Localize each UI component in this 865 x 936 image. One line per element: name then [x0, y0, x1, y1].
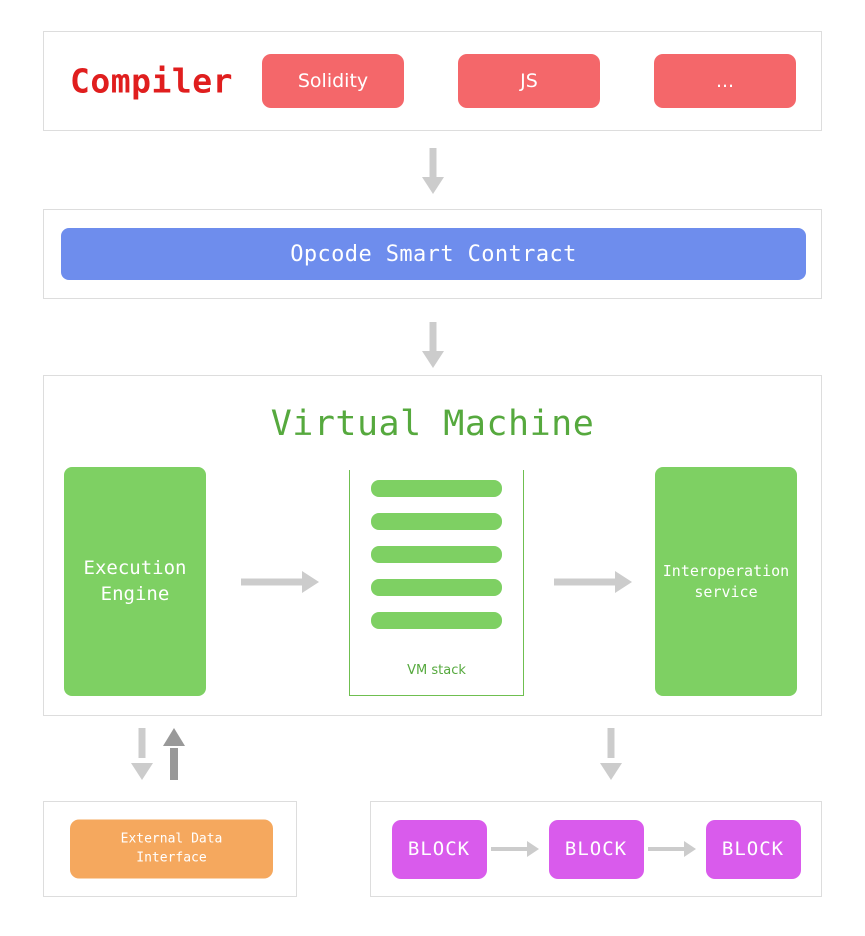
- arrow-shaft: [647, 847, 684, 851]
- execution-engine-label-line2: Engine: [100, 582, 170, 605]
- arrow-head: [163, 728, 185, 746]
- arrow-block-2-to-block-3-icon: [644, 839, 706, 859]
- vm-stack-bar: [371, 513, 502, 530]
- vm-stack-bar: [371, 480, 502, 497]
- vm-stack-bar: [371, 612, 502, 629]
- execution-engine-label: Execution Engine: [84, 556, 187, 607]
- compiler-language-js[interactable]: JS: [458, 54, 600, 108]
- virtual-machine-panel: Virtual Machine Execution Engine VM stac…: [43, 375, 822, 716]
- virtual-machine-title: Virtual Machine: [270, 404, 595, 444]
- vm-stack-container: VM stack: [349, 470, 524, 696]
- external-data-interface-label: External Data Interface: [121, 830, 223, 868]
- arrow-head: [422, 177, 444, 194]
- arrow-head: [302, 571, 319, 593]
- arrow-shaft: [170, 748, 178, 780]
- arrow-head: [600, 763, 622, 780]
- block-box-3[interactable]: BLOCK: [705, 819, 801, 879]
- compiler-row: Compiler Solidity JS ...: [44, 32, 821, 130]
- blockchain-panel: BLOCK BLOCK BLOCK: [370, 801, 822, 897]
- compiler-title: Compiler: [70, 61, 233, 101]
- block-box-1[interactable]: BLOCK: [391, 819, 487, 879]
- arrow-shaft: [554, 578, 615, 586]
- arrow-vm-to-external-data-icon: [131, 728, 153, 780]
- compiler-language-solidity[interactable]: Solidity: [262, 54, 404, 108]
- external-data-label-line1: External Data: [120, 831, 223, 847]
- arrow-execution-engine-to-vm-stack-icon: [241, 571, 319, 593]
- arrow-head: [615, 571, 632, 593]
- opcode-panel: Opcode Smart Contract: [43, 209, 822, 299]
- compiler-language-more[interactable]: ...: [654, 54, 796, 108]
- interoperation-service-box[interactable]: Interoperation service: [655, 467, 797, 696]
- arrow-shaft: [429, 148, 437, 178]
- arrow-opcode-to-vm-icon: [422, 322, 444, 368]
- vm-stack-bars: [350, 480, 523, 645]
- external-data-panel: External Data Interface: [43, 801, 297, 897]
- interoperation-service-label: Interoperation service: [663, 561, 789, 602]
- block-box-2[interactable]: BLOCK: [548, 819, 644, 879]
- interoperation-label-line1: Interoperation: [662, 562, 790, 581]
- arrow-shaft: [429, 322, 437, 352]
- interoperation-label-line2: service: [694, 582, 758, 601]
- arrow-vm-stack-to-interoperation-icon: [554, 571, 632, 593]
- vm-stack-label: VM stack: [407, 663, 466, 678]
- opcode-smart-contract-box[interactable]: Opcode Smart Contract: [61, 228, 806, 280]
- compiler-panel: Compiler Solidity JS ...: [43, 31, 822, 131]
- execution-engine-label-line1: Execution: [83, 556, 187, 579]
- vm-stack-bar: [371, 579, 502, 596]
- execution-engine-box[interactable]: Execution Engine: [64, 467, 206, 696]
- external-data-interface-box[interactable]: External Data Interface: [70, 819, 273, 879]
- blockchain-row: BLOCK BLOCK BLOCK: [371, 802, 821, 896]
- arrow-shaft: [490, 847, 527, 851]
- arrow-head: [683, 841, 696, 857]
- arrow-head: [526, 841, 539, 857]
- arrow-shaft: [241, 578, 302, 586]
- arrow-external-data-to-vm-icon: [163, 728, 185, 780]
- vm-stack-bar: [371, 546, 502, 563]
- arrow-vm-to-blockchain-icon: [600, 728, 622, 780]
- external-data-label-line2: Interface: [136, 850, 207, 865]
- arrow-shaft: [607, 728, 615, 758]
- arrow-shaft: [138, 728, 146, 758]
- arrow-compiler-to-opcode-icon: [422, 148, 444, 194]
- arrow-block-1-to-block-2-icon: [487, 839, 549, 859]
- arrow-head: [422, 351, 444, 368]
- arrow-head: [131, 763, 153, 780]
